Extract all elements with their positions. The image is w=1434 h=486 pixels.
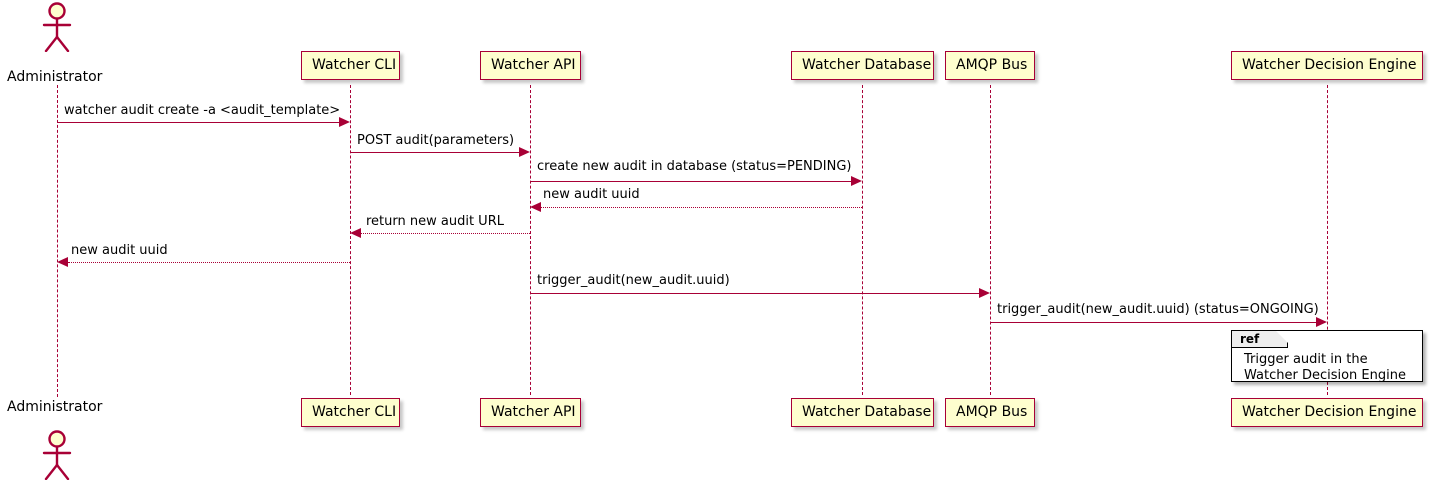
- message-line-new-audit-uuid-cli: [68, 262, 350, 263]
- message-line-trigger-audit-ongoing: [990, 322, 1316, 323]
- actor-label-administrator-bottom: Administrator: [7, 399, 103, 415]
- participant-watcher-cli-top[interactable]: Watcher CLI: [301, 51, 400, 80]
- participant-watcher-database-bottom[interactable]: Watcher Database: [791, 398, 934, 427]
- message-label-new-audit-uuid-cli: new audit uuid: [71, 243, 168, 258]
- actor-label-administrator-top: Administrator: [7, 69, 103, 85]
- message-label-post-audit: POST audit(parameters): [357, 133, 515, 148]
- arrow-head-right-icon: [519, 147, 530, 157]
- lifeline-watcher-cli: [350, 85, 351, 395]
- message-line-create-new-audit: [530, 181, 851, 182]
- arrow-head-left-icon: [57, 257, 68, 267]
- arrow-head-right-icon: [339, 117, 350, 127]
- participant-watcher-api-top[interactable]: Watcher API: [480, 51, 581, 80]
- ref-tab-label: ref: [1240, 332, 1260, 346]
- participant-watcher-api-bottom[interactable]: Watcher API: [480, 398, 581, 427]
- lifeline-watcher-database: [862, 85, 863, 395]
- participant-watcher-decision-engine-bottom[interactable]: Watcher Decision Engine: [1231, 398, 1423, 427]
- ref-body-text: Trigger audit in the Watcher Decision En…: [1244, 352, 1406, 385]
- arrow-head-left-icon: [350, 228, 361, 238]
- message-label-trigger-audit-ongoing: trigger_audit(new_audit.uuid) (status=ON…: [997, 302, 1319, 317]
- message-label-new-audit-uuid-db: new audit uuid: [543, 187, 640, 202]
- message-line-trigger-audit: [530, 293, 979, 294]
- arrow-head-right-icon: [1316, 317, 1327, 327]
- message-label-create-new-audit: create new audit in database (status=PEN…: [537, 159, 852, 174]
- message-line-post-audit: [350, 152, 519, 153]
- message-line-new-audit-uuid-db: [541, 207, 862, 208]
- participant-amqp-bus-bottom[interactable]: AMQP Bus: [945, 398, 1035, 427]
- lifeline-watcher-decision-engine: [1327, 85, 1328, 395]
- message-label-trigger-audit: trigger_audit(new_audit.uuid): [537, 273, 730, 288]
- actor-icon-administrator-bottom: [42, 430, 72, 480]
- message-label-watcher-audit-create: watcher audit create -a <audit_template>: [64, 103, 341, 118]
- message-label-return-new-audit-url: return new audit URL: [366, 214, 504, 229]
- ref-body-line-2: Watcher Decision Engine: [1244, 368, 1406, 384]
- lifeline-amqp-bus: [990, 85, 991, 395]
- arrow-head-right-icon: [979, 288, 990, 298]
- message-line-return-new-audit-url: [361, 233, 530, 234]
- lifeline-administrator: [57, 85, 58, 397]
- ref-body-line-1: Trigger audit in the: [1244, 352, 1368, 367]
- participant-watcher-decision-engine-top[interactable]: Watcher Decision Engine: [1231, 51, 1423, 80]
- arrow-head-right-icon: [851, 176, 862, 186]
- arrow-head-left-icon: [530, 202, 541, 212]
- ref-fragment[interactable]: ref Trigger audit in the Watcher Decisio…: [1231, 330, 1423, 385]
- participant-amqp-bus-top[interactable]: AMQP Bus: [945, 51, 1035, 80]
- actor-icon-administrator-top: [42, 2, 72, 52]
- lifeline-watcher-api: [530, 85, 531, 395]
- message-line-watcher-audit-create: [57, 122, 339, 123]
- participant-watcher-cli-bottom[interactable]: Watcher CLI: [301, 398, 400, 427]
- participant-watcher-database-top[interactable]: Watcher Database: [791, 51, 934, 80]
